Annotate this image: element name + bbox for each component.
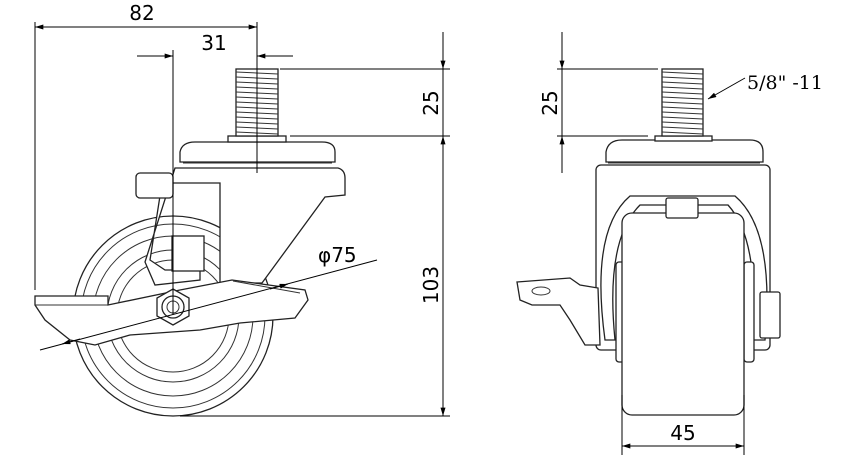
thread-line (661, 86, 704, 90)
thread-line (661, 101, 704, 105)
brake-tab (135, 172, 174, 199)
thread-line (661, 106, 704, 110)
thread-line (661, 126, 704, 130)
thread-line (661, 131, 704, 135)
dim-overall-width: 82 (129, 1, 154, 25)
thread-line (661, 121, 704, 125)
thread-line (661, 116, 704, 120)
dim-wheel-width: 45 (670, 421, 695, 445)
thread-line (661, 96, 704, 100)
top-plate-front (605, 139, 764, 163)
thread-line (661, 71, 704, 75)
dim-offset: 31 (201, 31, 226, 55)
dim-total-height: 103 (419, 266, 443, 304)
thread-line (661, 91, 704, 95)
wheel-front (621, 212, 745, 416)
axle-nut-front (759, 291, 781, 339)
thread-line (661, 76, 704, 80)
front-view: 25 5/8" -11 45 (516, 32, 823, 455)
side-view: 82 31 φ75 25 103 (34, 1, 450, 417)
thread-spec: 5/8" -11 (747, 72, 823, 94)
dim-wheel-diameter: φ75 (318, 243, 357, 267)
brake-front (516, 277, 601, 346)
thread-line (661, 111, 704, 115)
brake-block (171, 235, 205, 272)
thread-line (661, 81, 704, 85)
dim-stem-height-front: 25 (538, 90, 562, 115)
dim-stem-height-side: 25 (419, 90, 443, 115)
stem-base-front (654, 135, 713, 142)
